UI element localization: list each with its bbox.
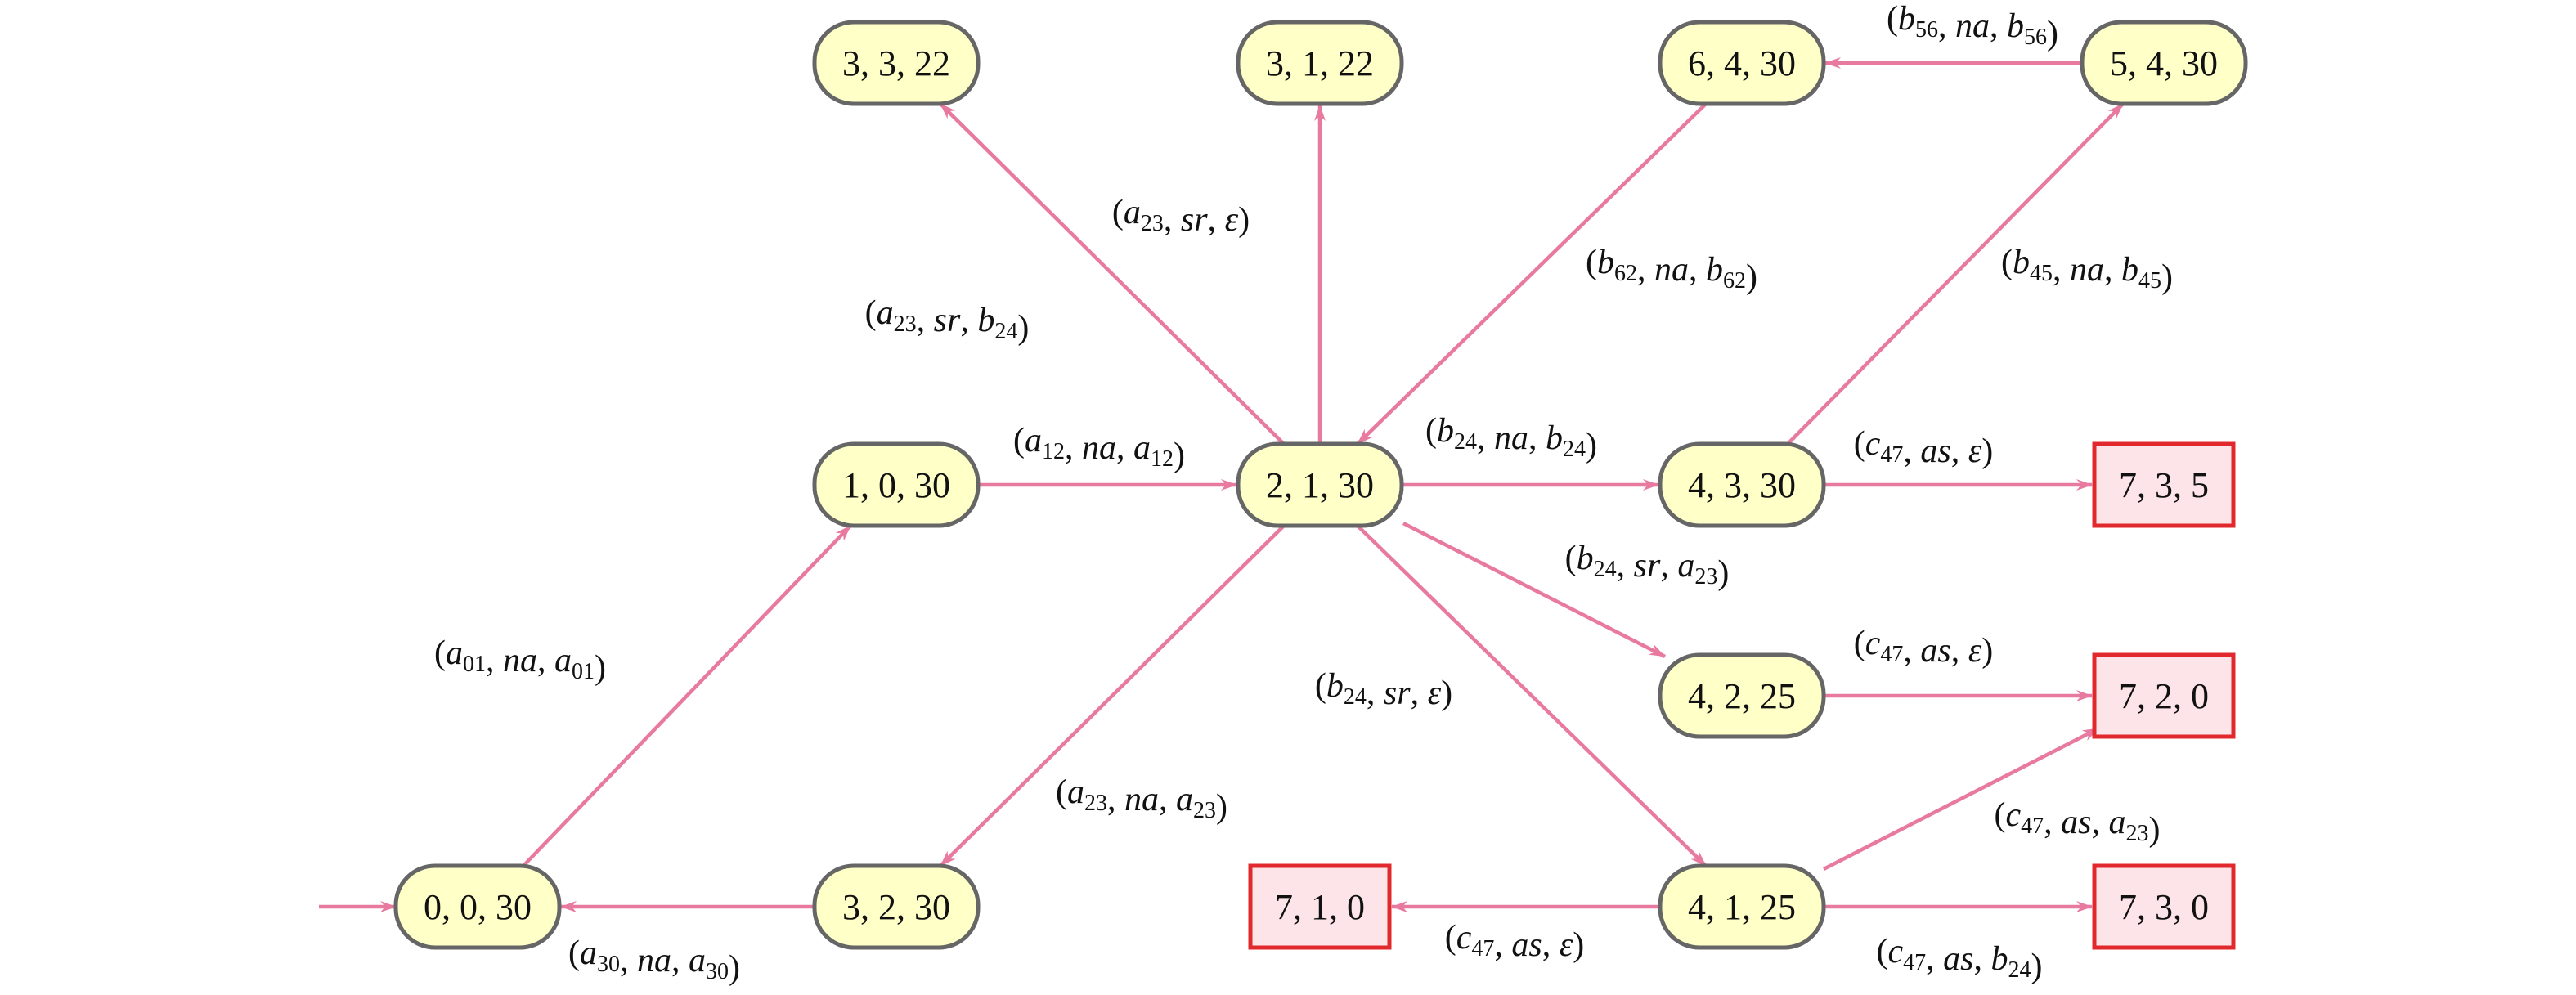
state-box: [1658, 441, 1826, 528]
state-node-n1030: 1, 0, 30: [812, 441, 981, 528]
edge-label-e12: (a12, na, a12): [1013, 422, 1185, 474]
state-node-n730: 7, 3, 0: [2092, 863, 2236, 950]
state-label: 4, 3, 30: [1688, 465, 1796, 505]
final-state-box: [2092, 652, 2236, 739]
edge-label-e24sra: (b24, sr, a23): [1565, 540, 1730, 592]
state-label: 4, 2, 25: [1688, 676, 1796, 716]
edge-label-e47e: (c47, as, ε): [1445, 919, 1585, 964]
state-box: [812, 441, 981, 528]
state-node-n4125: 4, 1, 25: [1658, 863, 1826, 950]
edge-label-e47d: (c47, as, b24): [1876, 933, 2042, 985]
edge-label-e30: (a30, na, a30): [568, 934, 740, 987]
state-label: 7, 2, 0: [2119, 676, 2209, 716]
final-state-box: [2092, 441, 2236, 528]
edge-e24sr: [1356, 524, 1708, 867]
state-box: [1658, 863, 1826, 950]
state-box: [812, 20, 981, 106]
edge-label-e23srb: (a23, sr, b24): [865, 294, 1030, 347]
state-label: 3, 1, 22: [1266, 43, 1374, 83]
state-node-n735: 7, 3, 5: [2092, 441, 2236, 528]
edge-e24sra: [1402, 521, 1667, 659]
final-state-box: [1248, 863, 1392, 950]
state-node-n4330: 4, 3, 30: [1658, 441, 1826, 528]
state-box: [1236, 441, 1404, 528]
state-node-n0030: 0, 0, 30: [393, 863, 562, 950]
edge-label-e47b: (c47, as, ε): [1854, 625, 1994, 670]
state-label: 7, 3, 5: [2119, 465, 2209, 505]
edge-e47c: [1822, 726, 2100, 872]
state-label: 5, 4, 30: [2110, 43, 2218, 83]
edge-label-e23na: (a23, na, a23): [1056, 773, 1227, 826]
edge-label-e47a: (c47, as, ε): [1854, 425, 1994, 470]
edge-e23sr: [939, 102, 1286, 446]
state-node-n4225: 4, 2, 25: [1658, 652, 1826, 739]
state-node-n720: 7, 2, 0: [2092, 652, 2236, 739]
edge-e62: [1356, 102, 1708, 446]
state-box: [2080, 20, 2248, 106]
state-box: [1658, 20, 1826, 106]
state-node-n6430: 6, 4, 30: [1658, 20, 1826, 106]
edge-label-e56: (b56, na, b56): [1887, 0, 2058, 52]
edge-label-e23sr: (a23, sr, ε): [1112, 194, 1250, 239]
edge-label-e24sr: (b24, sr, ε): [1315, 667, 1452, 712]
state-node-n2130: 2, 1, 30: [1236, 441, 1404, 528]
state-node-n3322: 3, 3, 22: [812, 20, 981, 106]
state-label: 4, 1, 25: [1688, 887, 1796, 927]
state-node-n5430: 5, 4, 30: [2080, 20, 2248, 106]
state-box: [812, 863, 981, 950]
edge-e01: [522, 524, 852, 867]
state-label: 2, 1, 30: [1266, 465, 1374, 505]
state-box: [393, 863, 562, 950]
final-state-box: [2092, 863, 2236, 950]
edge-label-e47c: (c47, as, a23): [1994, 796, 2160, 849]
state-label: 1, 0, 30: [842, 465, 950, 505]
edge-e45: [1786, 102, 2125, 446]
state-label: 7, 1, 0: [1275, 887, 1365, 927]
state-label: 6, 4, 30: [1688, 43, 1796, 83]
edge-e23na: [939, 524, 1286, 867]
state-box: [1236, 20, 1404, 106]
edge-label-e62: (b62, na, b62): [1586, 244, 1757, 296]
state-node-n710: 7, 1, 0: [1248, 863, 1392, 950]
state-box: [1658, 652, 1826, 739]
state-label: 0, 0, 30: [424, 887, 532, 927]
state-node-n3122: 3, 1, 22: [1236, 20, 1404, 106]
state-label: 3, 2, 30: [842, 887, 950, 927]
state-node-n3230: 3, 2, 30: [812, 863, 981, 950]
edge-label-e24na: (b24, na, b24): [1425, 412, 1597, 464]
state-label: 3, 3, 22: [842, 43, 950, 83]
edge-label-e45: (b45, na, b45): [2001, 244, 2173, 296]
edge-label-e01: (a01, na, a01): [434, 634, 606, 687]
state-label: 7, 3, 0: [2119, 887, 2209, 927]
